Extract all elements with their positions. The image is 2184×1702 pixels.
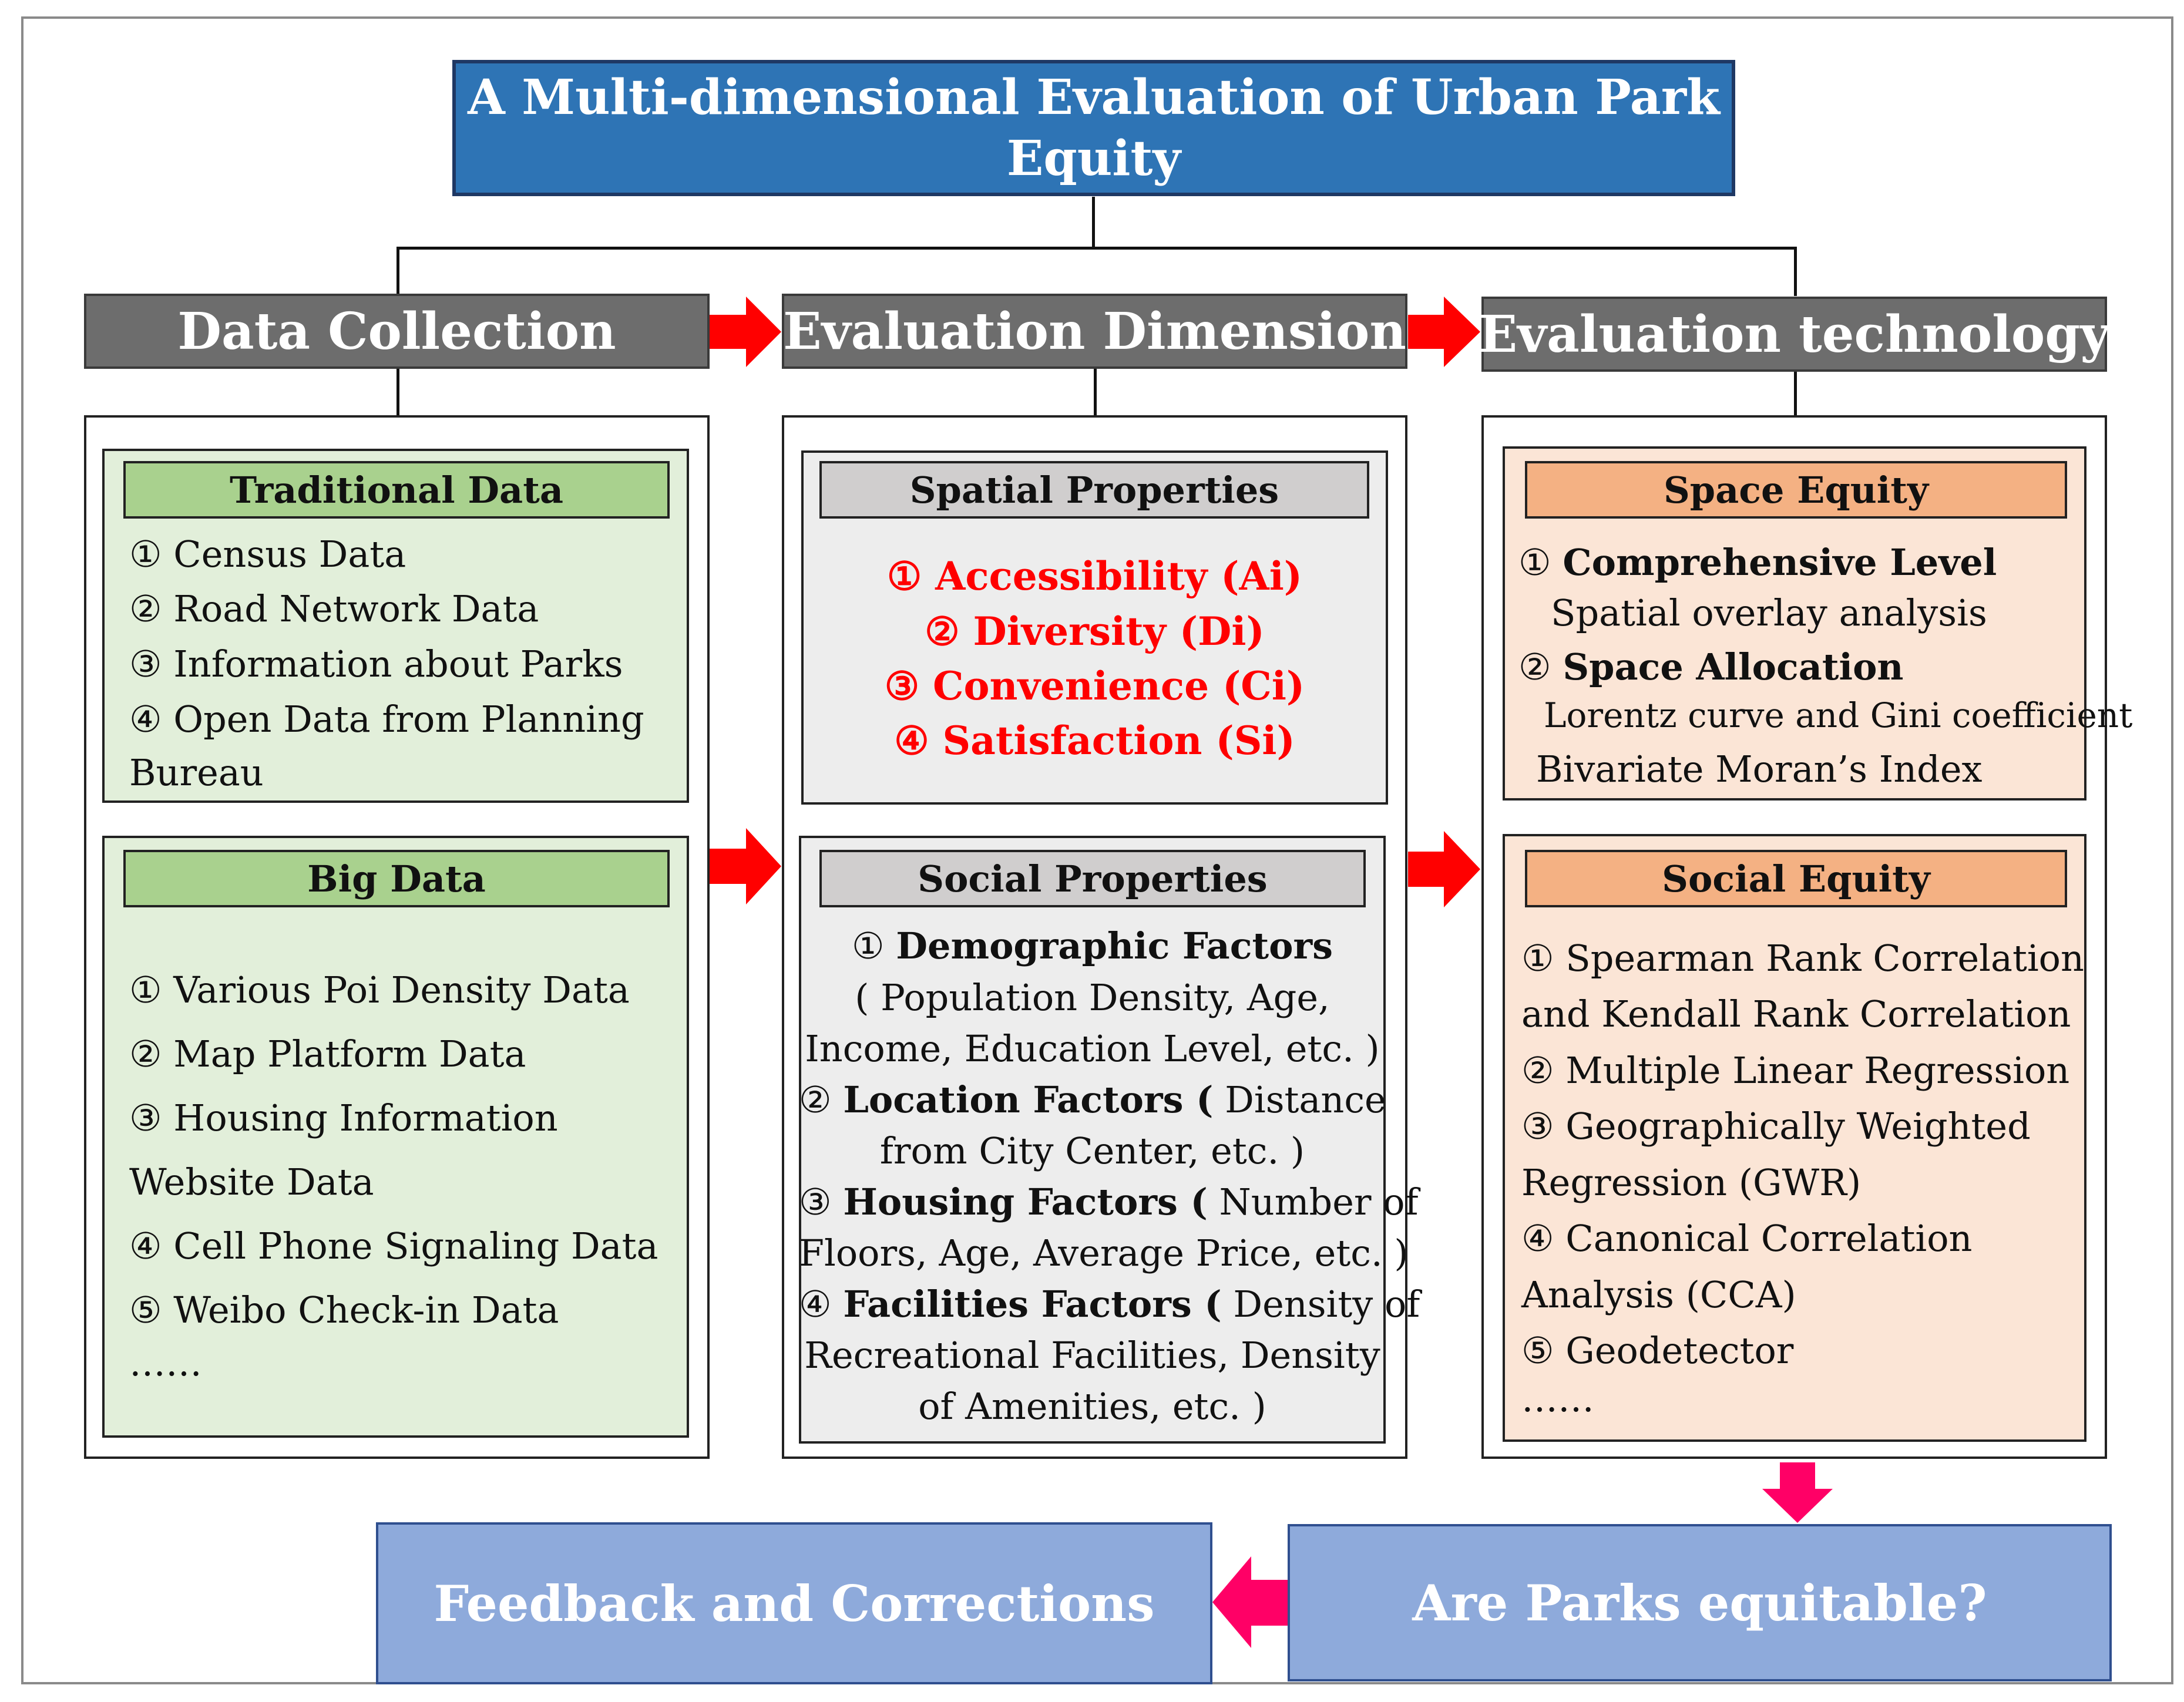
title-line-1: A Multi-dimensional Evaluation of Urban … (468, 69, 1720, 126)
social-factor-3-num: ③ (799, 1180, 832, 1223)
title-line-2: Equity (1006, 130, 1181, 187)
header-data-collection: Data Collection (84, 294, 710, 369)
big-data-label: Big Data (123, 850, 670, 907)
space-equity-item-1-title: Comprehensive Level (1563, 541, 1997, 584)
connector-title-down (1092, 197, 1095, 248)
spatial-item-diversity: ② Diversity (Di) (925, 608, 1265, 654)
arrow-header-2 (1408, 297, 1480, 367)
arrow-column-1 (710, 828, 781, 904)
spatial-properties-label: Spatial Properties (819, 461, 1369, 519)
big-data-item-1: ① Various Poi Density Data (129, 968, 630, 1011)
traditional-data-item-2: ② Road Network Data (129, 587, 539, 630)
social-equity-label: Social Equity (1525, 850, 2067, 907)
social-factor-location: ② Location Factors ( Distance (799, 1073, 1386, 1127)
connector-left-drop (397, 247, 399, 296)
social-factor-4-num: ④ (799, 1283, 832, 1326)
social-factor-3-rest: Number of (1219, 1180, 1419, 1223)
traditional-data-item-3: ③ Information about Parks (129, 643, 623, 685)
social-properties-label: Social Properties (819, 850, 1366, 907)
social-equity-item-4: ④ Canonical Correlation (1521, 1217, 1973, 1260)
social-factor-2-rest: Distance (1225, 1078, 1386, 1121)
social-factor-4-rest: Density of (1233, 1283, 1420, 1326)
social-factor-4-title: Facilities Factors ( (843, 1283, 1222, 1326)
traditional-data-item-1: ① Census Data (129, 533, 406, 576)
header-evaluation-technology: Evaluation technology (1479, 297, 2109, 372)
social-equity-item-3-cont: Regression (GWR) (1521, 1161, 1862, 1204)
social-factor-demographic-l3: Income, Education Level, etc. ) (805, 1027, 1380, 1070)
spatial-item-accessibility: ① Accessibility (Ai) (886, 553, 1303, 599)
feedback-box: Feedback and Corrections (376, 1522, 1212, 1684)
social-equity-item-1: ① Spearman Rank Correlation (1521, 937, 2084, 980)
social-factor-2-num: ② (799, 1078, 832, 1121)
big-data-ellipsis: …… (129, 1341, 202, 1384)
social-factor-2-title: Location Factors ( (843, 1078, 1214, 1121)
space-equity-item-1: ① Comprehensive Level (1518, 536, 1997, 590)
big-data-item-3: ③ Housing Information (129, 1096, 558, 1139)
space-equity-label: Space Equity (1525, 461, 2067, 519)
big-data-panel (102, 836, 689, 1438)
header-evaluation-dimension: Evaluation Dimension (782, 294, 1407, 369)
social-factor-facilities-l2: Recreational Facilities, Density (804, 1334, 1380, 1377)
space-equity-item-2-sub2: Bivariate Moran’s Index (1536, 748, 1983, 791)
social-factor-facilities: ④ Facilities Factors ( Density of (799, 1277, 1420, 1331)
big-data-item-4: ④ Cell Phone Signaling Data (129, 1225, 658, 1267)
social-factor-housing: ③ Housing Factors ( Number of (799, 1175, 1419, 1229)
equity-question-box: Are Parks equitable? (1288, 1524, 2112, 1681)
spatial-item-convenience: ③ Convenience (Ci) (884, 663, 1305, 709)
social-equity-item-1-cont: and Kendall Rank Correlation (1521, 993, 2071, 1035)
space-equity-item-2-sub1: Lorentz curve and Gini coefficient (1544, 695, 2133, 735)
connector-col2 (1094, 367, 1097, 417)
social-equity-ellipsis: …… (1521, 1377, 1594, 1420)
space-equity-item-1-num: ① (1518, 541, 1551, 584)
arrow-column-2 (1408, 831, 1480, 907)
social-equity-panel (1503, 834, 2086, 1442)
social-factor-facilities-l3: of Amenities, etc. ) (918, 1385, 1266, 1428)
social-equity-item-4-cont: Analysis (CCA) (1521, 1273, 1796, 1316)
big-data-item-2: ② Map Platform Data (129, 1032, 526, 1075)
traditional-data-label: Traditional Data (123, 461, 670, 519)
space-equity-item-2-num: ② (1518, 645, 1551, 688)
traditional-data-item-4: ④ Open Data from Planning (129, 698, 644, 741)
social-factor-housing-l2: Floors, Age, Average Price, etc. ) (799, 1232, 1409, 1274)
connector-col1 (397, 367, 399, 417)
space-equity-item-2-title: Space Allocation (1563, 645, 1904, 688)
connector-col3 (1794, 371, 1797, 417)
social-factor-1-title: Demographic Factors (896, 924, 1333, 967)
social-properties-panel (799, 836, 1386, 1444)
social-equity-item-2: ② Multiple Linear Regression (1521, 1049, 2070, 1092)
social-factor-1-num: ① (851, 924, 885, 967)
connector-horizontal (397, 247, 1797, 250)
big-data-item-5: ⑤ Weibo Check-in Data (129, 1289, 559, 1331)
arrow-down-to-question (1762, 1462, 1833, 1523)
space-equity-item-1-sub: Spatial overlay analysis (1551, 591, 1987, 634)
big-data-item-3-cont: Website Data (129, 1161, 374, 1203)
diagram-title: A Multi-dimensional Evaluation of Urban … (452, 60, 1735, 196)
spatial-item-satisfaction: ④ Satisfaction (Si) (894, 718, 1295, 763)
traditional-data-item-4-cont: Bureau (129, 751, 264, 794)
arrow-header-1 (710, 297, 781, 367)
connector-right-drop (1794, 247, 1797, 296)
social-equity-item-3: ③ Geographically Weighted (1521, 1105, 2031, 1148)
social-factor-location-l2: from City Center, etc. ) (879, 1129, 1305, 1172)
social-factor-3-title: Housing Factors ( (843, 1180, 1208, 1223)
social-equity-item-5: ⑤ Geodetector (1521, 1329, 1794, 1372)
space-equity-item-2: ② Space Allocation (1518, 640, 1904, 694)
social-factor-demographic-l2: ( Population Density, Age, (855, 976, 1330, 1019)
social-factor-demographic: ① Demographic Factors (799, 919, 1386, 973)
arrow-to-feedback (1212, 1556, 1288, 1648)
